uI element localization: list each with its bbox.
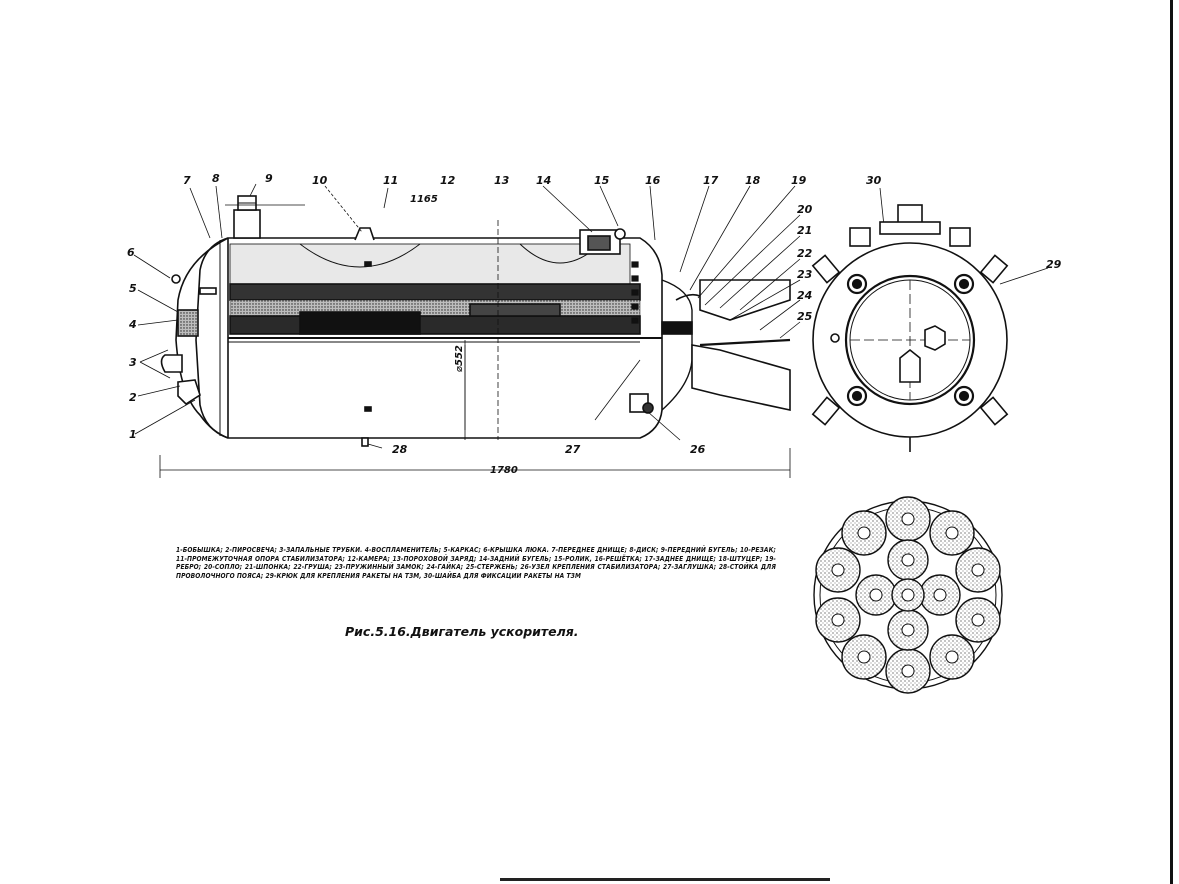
igniter <box>177 309 199 337</box>
label-22: 22 <box>797 247 813 260</box>
label-4: 4 <box>128 318 137 331</box>
label-13: 13 <box>494 174 510 187</box>
dimension-1165: 1165 <box>410 194 438 205</box>
label-3: 3 <box>129 356 137 369</box>
label-28: 28 <box>392 443 408 456</box>
label-30: 30 <box>866 174 882 187</box>
dimension-1780: 1780 <box>490 465 518 476</box>
powder-charge-band-2 <box>229 315 641 335</box>
parts-legend: 1-БОБЫШКА; 2-ПИРОСВЕЧА; 3-ЗАПАЛЬНЫЕ ТРУБ… <box>176 546 776 580</box>
charge-cross-section <box>813 496 1003 694</box>
label-1: 1 <box>129 428 137 441</box>
page-edge-right <box>1170 0 1173 884</box>
part-labels: 7 8 9 10 11 12 13 14 15 16 17 18 19 20 2… <box>127 172 1062 456</box>
dimension-lines <box>159 204 791 478</box>
label-8: 8 <box>212 172 220 185</box>
label-23: 23 <box>797 268 813 281</box>
label-19: 19 <box>791 174 807 187</box>
label-15: 15 <box>594 174 610 187</box>
nozzle <box>691 344 791 411</box>
rear-closure <box>661 279 693 411</box>
label-2: 2 <box>129 391 137 404</box>
label-24: 24 <box>797 289 812 302</box>
label-29: 29 <box>1046 258 1062 271</box>
forward-dome <box>175 237 229 439</box>
label-21: 21 <box>797 224 812 237</box>
label-9: 9 <box>265 172 273 185</box>
page-edge-bottom <box>500 878 830 881</box>
engine-end-view <box>811 204 1009 452</box>
figure-caption: Рис.5.16.Двигатель ускорителя. <box>345 624 579 639</box>
powder-charge-band-1 <box>229 283 641 301</box>
label-18: 18 <box>745 174 761 187</box>
label-7: 7 <box>183 174 191 187</box>
label-20: 20 <box>797 203 813 216</box>
front-bugel <box>233 209 261 239</box>
label-27: 27 <box>565 443 581 456</box>
upper-cutaway <box>229 243 631 285</box>
label-14: 14 <box>536 174 551 187</box>
dimension-labels: 1165 ⌀552 1780 <box>410 194 518 476</box>
powder-charge-stipple <box>229 299 641 317</box>
label-26: 26 <box>690 443 706 456</box>
label-10: 10 <box>312 174 328 187</box>
label-12: 12 <box>440 174 456 187</box>
engine-body-outline <box>195 237 663 439</box>
dimension-552: ⌀552 <box>454 345 465 372</box>
label-25: 25 <box>797 310 813 323</box>
label-16: 16 <box>645 174 661 187</box>
label-5: 5 <box>129 282 137 295</box>
label-6: 6 <box>127 246 135 259</box>
leader-lines <box>133 183 1049 449</box>
label-11: 11 <box>383 174 398 187</box>
label-17: 17 <box>703 174 719 187</box>
engine-side-view <box>160 195 791 447</box>
